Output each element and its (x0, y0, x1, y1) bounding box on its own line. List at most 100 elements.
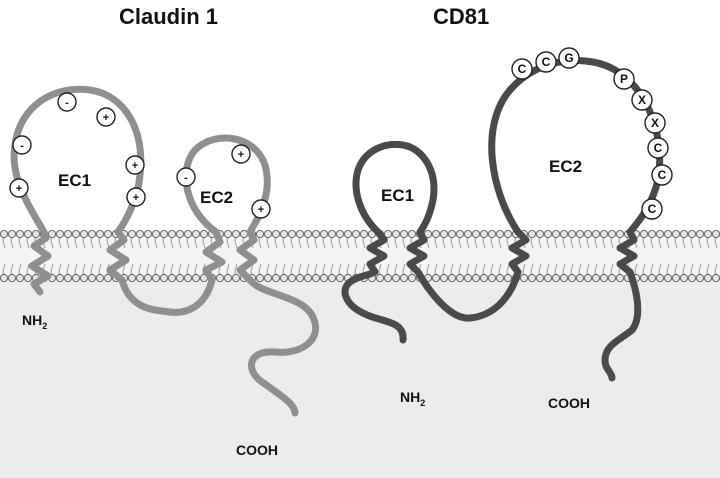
lipid-head (479, 273, 489, 283)
lipid-head (647, 273, 657, 283)
lipid-head (655, 273, 665, 283)
lipid-head (335, 273, 345, 283)
lipid-head (455, 229, 465, 239)
lipid-head (271, 229, 281, 239)
lipid-head (503, 273, 513, 283)
lipid-head (615, 273, 625, 283)
svg-text:+: + (133, 192, 139, 204)
cd81-ec1-label: EC1 (381, 186, 414, 205)
cd81-ec2-residue: X (631, 89, 653, 111)
lipid-head (559, 273, 569, 283)
lipid-head (255, 273, 265, 283)
cd81-ec2-residue: P (613, 68, 635, 90)
lipid-head (455, 273, 465, 283)
lipid-head (703, 273, 713, 283)
cd81-chain (341, 57, 664, 382)
lipid-head (127, 229, 137, 239)
lipid-head (407, 273, 417, 283)
lipid-head (103, 273, 113, 283)
lipid-head (679, 229, 689, 239)
claudin-ec1-charge: + (125, 155, 145, 175)
lipid-head (295, 229, 305, 239)
lipid-head (167, 229, 177, 239)
cd81-ec2-residue: C (511, 58, 533, 80)
lipid-head (327, 229, 337, 239)
lipid-head (231, 229, 241, 239)
lipid-head (175, 273, 185, 283)
lipid-head (335, 229, 345, 239)
cd81-ec2-residue: C (647, 137, 669, 159)
lipid-head (463, 273, 473, 283)
claudin-ec2-charge: + (231, 144, 251, 164)
lipid-head (439, 229, 449, 239)
lipid-head (615, 229, 625, 239)
lipid-head (327, 273, 337, 283)
lipid-head (639, 229, 649, 239)
lipid-head (159, 229, 169, 239)
lipid-head (199, 229, 209, 239)
lipid-head (471, 273, 481, 283)
claudin-1-title: Claudin 1 (119, 4, 218, 29)
lipid-head (231, 273, 241, 283)
svg-text:C: C (542, 55, 551, 69)
lipid-head (95, 273, 105, 283)
lipid-head (7, 273, 17, 283)
lipid-head (263, 229, 273, 239)
cd81-ec2-residue: C (641, 198, 663, 220)
lipid-head (519, 273, 529, 283)
lipid-head (135, 229, 145, 239)
lipid-head (391, 273, 401, 283)
lipid-head (383, 229, 393, 239)
svg-text:C: C (518, 62, 527, 76)
lipid-head (79, 273, 89, 283)
cd81-ec2-residue: G (558, 47, 580, 69)
lipid-head (63, 273, 73, 283)
lipid-head (487, 229, 497, 239)
lipid-head (591, 273, 601, 283)
lipid-head (543, 229, 553, 239)
lipid-head (255, 229, 265, 239)
lipid-head (7, 229, 17, 239)
lipid-head (575, 229, 585, 239)
lipid-head (287, 273, 297, 283)
lipid-head (655, 229, 665, 239)
lipid-head (583, 273, 593, 283)
svg-text:G: G (564, 51, 573, 65)
lipid-head (527, 273, 537, 283)
lipid-head (159, 273, 169, 283)
svg-text:X: X (651, 116, 659, 130)
lipid-head (591, 229, 601, 239)
lipid-head (87, 229, 97, 239)
svg-text:+: + (103, 112, 109, 124)
lipid-head (0, 273, 9, 283)
lipid-head (463, 229, 473, 239)
lipid-head (535, 273, 545, 283)
lipid-head (687, 273, 697, 283)
lipid-head (15, 229, 25, 239)
lipid-head (183, 229, 193, 239)
lipid-head (439, 273, 449, 283)
lipid-head (15, 273, 25, 283)
cd81-ec2-label: EC2 (549, 157, 582, 176)
lipid-head (695, 273, 705, 283)
claudin-ec1-label: EC1 (58, 171, 91, 190)
lipid-head (279, 273, 289, 283)
lipid-head (711, 273, 720, 283)
claudin-ec1-charge: + (9, 178, 29, 198)
lipid-head (319, 229, 329, 239)
lipid-head (103, 229, 113, 239)
lipid-head (191, 273, 201, 283)
lipid-head (143, 229, 153, 239)
lipid-head (79, 229, 89, 239)
claudin-ec1-charge: + (96, 107, 116, 127)
lipid-head (223, 273, 233, 283)
svg-text:+: + (258, 204, 264, 216)
lipid-head (303, 273, 313, 283)
lipid-head (495, 273, 505, 283)
lipid-head (263, 273, 273, 283)
lipid-head (311, 229, 321, 239)
lipid-head (607, 273, 617, 283)
claudin-n-terminus: NH2 (22, 312, 47, 331)
